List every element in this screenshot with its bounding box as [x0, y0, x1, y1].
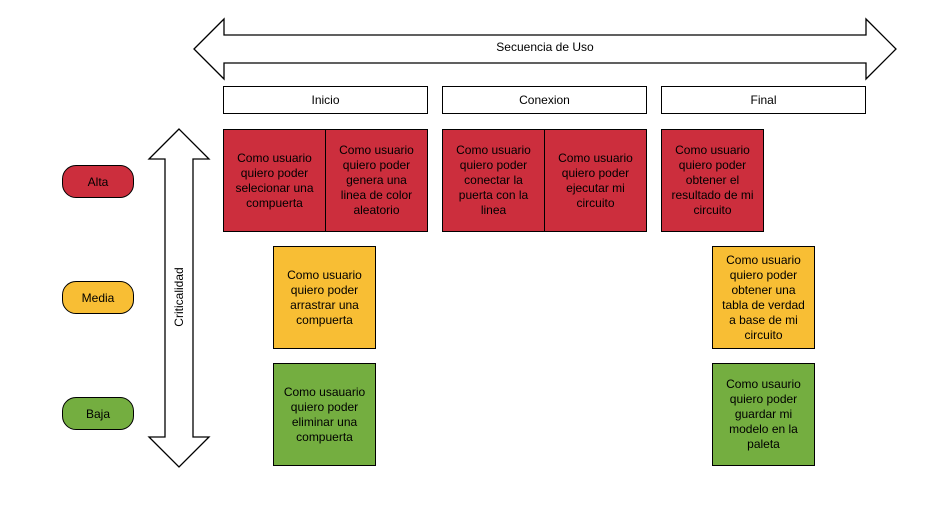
story-card: Como usuario quiero poder arrastrar una … [273, 246, 376, 349]
story-card: Como usuario quiero poder conectar la pu… [442, 129, 545, 232]
level-media: Media [62, 281, 134, 314]
story-card: Como usuario quiero poder obtener el res… [661, 129, 764, 232]
phase-header-inicio: Inicio [223, 86, 428, 114]
sequence-arrow [193, 17, 897, 81]
level-alta: Alta [62, 165, 134, 198]
phase-header-conexion: Conexion [442, 86, 647, 114]
story-card: Como usuario quiero poder obtener una ta… [712, 246, 815, 349]
level-baja: Baja [62, 397, 134, 430]
criticality-arrow [147, 128, 211, 468]
story-card: Como usauario quiero poder eliminar una … [273, 363, 376, 466]
story-card: Como usuario quiero poder selecionar una… [223, 129, 326, 232]
sequence-label: Secuencia de Uso [496, 40, 594, 54]
story-card: Como usaurio quiero poder guardar mi mod… [712, 363, 815, 466]
criticality-label: Criticalidad [172, 267, 186, 327]
story-card: Como usuario quiero poder ejecutar mi ci… [544, 129, 647, 232]
story-card: Como usuario quiero poder genera una lin… [325, 129, 428, 232]
phase-header-final: Final [661, 86, 866, 114]
